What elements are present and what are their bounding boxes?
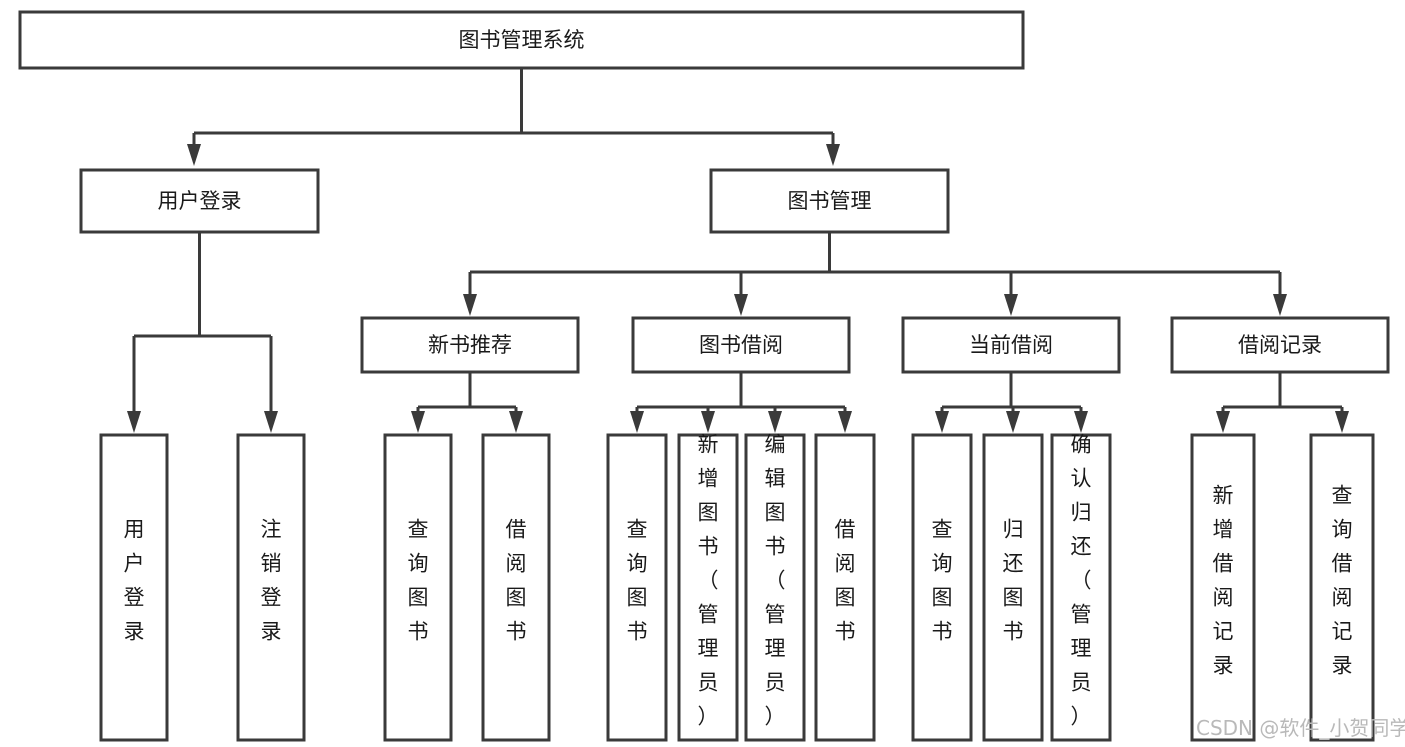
leaf-node[interactable]: 查询图书 — [606, 433, 668, 742]
leaf-node[interactable]: 查询图书 — [383, 433, 453, 742]
root-node[interactable]: 图书管理系统 — [18, 10, 1025, 70]
node-label: 借阅图书 — [835, 518, 856, 644]
node-box[interactable] — [901, 316, 1121, 374]
node-box[interactable] — [481, 433, 551, 742]
node-label: 查询借阅记录 — [1332, 484, 1353, 678]
node-box[interactable] — [383, 433, 453, 742]
node-box[interactable] — [1170, 316, 1390, 374]
arrow-head-icon — [411, 411, 425, 433]
level3-node[interactable]: 借阅记录 — [1170, 316, 1390, 374]
leaf-node[interactable]: 用户登录 — [99, 433, 169, 742]
node-box[interactable] — [677, 433, 739, 742]
node-box[interactable] — [744, 433, 806, 742]
leaf-node[interactable]: 新增借阅记录 — [1190, 433, 1256, 742]
node-label: 图书管理 — [788, 189, 872, 213]
leaf-node[interactable]: 查询图书 — [911, 433, 973, 742]
node-label: 确认归还（管理员） — [1071, 433, 1092, 729]
node-label: 新增借阅记录 — [1213, 484, 1234, 678]
level2-node[interactable]: 用户登录 — [79, 168, 320, 234]
node-label: 新书推荐 — [428, 333, 512, 357]
arrow-head-icon — [935, 411, 949, 433]
node-label: 图书借阅 — [699, 333, 783, 357]
arrow-head-icon — [838, 411, 852, 433]
arrow-head-icon — [1216, 411, 1230, 433]
node-box[interactable] — [79, 168, 320, 234]
leaf-node[interactable]: 确认归还（管理员） — [1050, 433, 1112, 742]
node-label: 注销登录 — [261, 518, 282, 644]
node-label: 用户登录 — [124, 518, 145, 644]
node-label: 新增图书（管理员） — [698, 433, 719, 729]
node-box[interactable] — [1190, 433, 1256, 742]
leaf-node[interactable]: 借阅图书 — [481, 433, 551, 742]
node-label: 借阅记录 — [1238, 333, 1322, 357]
node-box[interactable] — [982, 433, 1044, 742]
leaf-node[interactable]: 注销登录 — [236, 433, 306, 742]
leaf-node[interactable]: 借阅图书 — [814, 433, 876, 742]
arrow-head-icon — [1335, 411, 1349, 433]
arrow-head-icon — [187, 144, 201, 166]
leaf-node[interactable]: 编辑图书（管理员） — [744, 433, 806, 742]
arrow-head-icon — [1004, 294, 1018, 316]
arrow-head-icon — [1273, 294, 1287, 316]
level3-node[interactable]: 当前借阅 — [901, 316, 1121, 374]
node-box[interactable] — [1050, 433, 1112, 742]
arrow-head-icon — [701, 411, 715, 433]
arrow-head-icon — [1074, 411, 1088, 433]
node-label: 查询图书 — [408, 518, 429, 644]
arrow-head-icon — [630, 411, 644, 433]
arrow-head-icon — [768, 411, 782, 433]
node-box[interactable] — [631, 316, 851, 374]
arrow-head-icon — [509, 411, 523, 433]
leaf-node[interactable]: 查询借阅记录 — [1309, 433, 1375, 742]
node-box[interactable] — [99, 433, 169, 742]
node-label: 当前借阅 — [969, 333, 1053, 357]
node-label: 归还图书 — [1003, 518, 1024, 644]
node-label: 用户登录 — [158, 189, 242, 213]
leaf-node[interactable]: 归还图书 — [982, 433, 1044, 742]
node-label: 借阅图书 — [506, 518, 527, 644]
node-label: 图书管理系统 — [459, 28, 585, 52]
leaf-node[interactable]: 新增图书（管理员） — [677, 433, 739, 742]
node-label: 查询图书 — [932, 518, 953, 644]
node-box[interactable] — [1309, 433, 1375, 742]
node-box[interactable] — [911, 433, 973, 742]
watermark-layer: CSDN @软件_小贺同学 — [1196, 716, 1405, 740]
arrow-heads-layer — [127, 144, 1349, 433]
arrow-head-icon — [826, 144, 840, 166]
node-box[interactable] — [360, 316, 580, 374]
watermark-label: CSDN @软件_小贺同学 — [1196, 716, 1405, 740]
level2-node[interactable]: 图书管理 — [709, 168, 950, 234]
arrow-head-icon — [1006, 411, 1020, 433]
node-box[interactable] — [606, 433, 668, 742]
arrow-head-icon — [734, 294, 748, 316]
arrow-head-icon — [127, 411, 141, 433]
arrow-head-icon — [264, 411, 278, 433]
level3-node[interactable]: 图书借阅 — [631, 316, 851, 374]
node-box[interactable] — [814, 433, 876, 742]
node-label: 编辑图书（管理员） — [765, 433, 786, 729]
arrow-head-icon — [463, 294, 477, 316]
node-box[interactable] — [709, 168, 950, 234]
nodes-layer: 图书管理系统用户登录图书管理新书推荐图书借阅当前借阅借阅记录用户登录注销登录查询… — [18, 10, 1390, 742]
node-label: 查询图书 — [627, 518, 648, 644]
node-box[interactable] — [18, 10, 1025, 70]
level3-node[interactable]: 新书推荐 — [360, 316, 580, 374]
node-box[interactable] — [236, 433, 306, 742]
